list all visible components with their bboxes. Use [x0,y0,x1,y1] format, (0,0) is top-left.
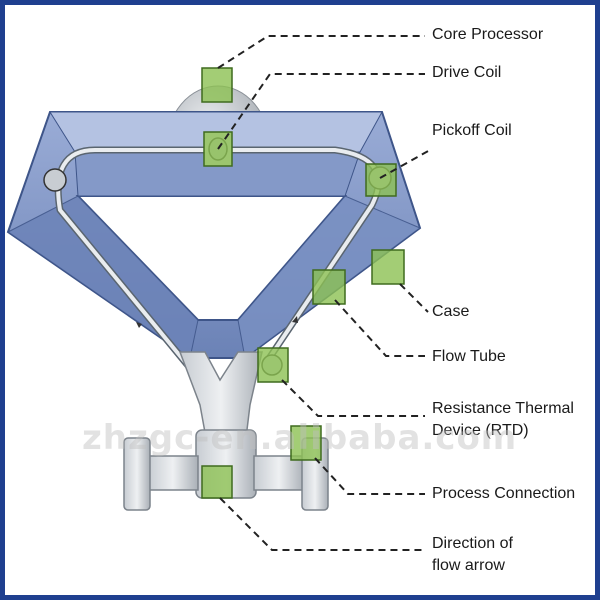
marker-pickoff-coil [365,163,397,197]
leader-case [399,283,429,313]
marker-direction-arrow [201,465,233,499]
leader-rtd [281,379,425,417]
label-rtd-line1: Resistance Thermal [432,400,574,417]
label-direction-line1: Direction of [432,535,513,552]
marker-process-connection [290,425,322,461]
leader-pickoff-coil [379,149,431,179]
flow-arrow-right [292,316,298,323]
watermark-text: zhzgc-en.alibaba.com [82,418,518,458]
label-pickoff-coil: Pickoff Coil [432,122,512,139]
pickoff-coil-left [43,168,67,192]
marker-flow-tube [312,269,346,305]
label-core-processor: Core Processor [432,26,544,43]
leader-process-connection [314,457,425,495]
marker-rtd [257,347,289,383]
flow-arrow-left [136,322,142,328]
leader-direction-arrow [219,497,425,551]
label-flow-tube: Flow Tube [432,348,506,365]
label-direction-line2: flow arrow [432,557,505,574]
label-case: Case [432,303,470,320]
leader-flow-tube [334,299,425,357]
label-process-connection: Process Connection [432,485,576,502]
label-drive-coil: Drive Coil [432,64,502,81]
leader-drive-coil [217,73,425,150]
marker-case [371,249,405,285]
process-connection-flanges [123,437,329,511]
label-rtd-line2: Device (RTD) [432,422,529,439]
marker-core-processor [201,67,233,103]
leader-core-processor [217,35,425,69]
